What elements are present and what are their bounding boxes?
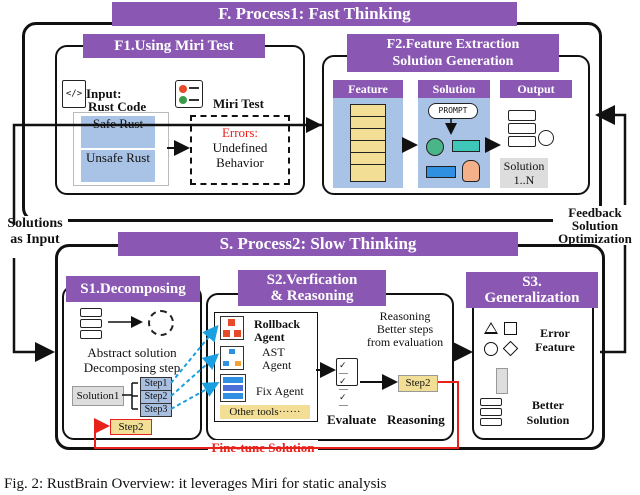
better-solution-label: Better Solution <box>512 398 584 428</box>
gear-icon <box>148 310 174 336</box>
solutions-input-arrow <box>12 123 322 225</box>
other-tools-box: Other tools······ <box>220 405 310 419</box>
abstract-solution-label: Abstract solution <box>87 345 177 360</box>
f1-title: F1.Using Miri Test <box>83 34 265 58</box>
output-header: Output <box>500 80 572 98</box>
server-icon <box>80 308 102 339</box>
s3-title: S3. Generalization <box>466 272 598 308</box>
shapes-icon <box>484 322 524 362</box>
fix-agent-label: Fix Agent <box>256 384 304 398</box>
feature-stack-icon <box>350 104 386 182</box>
f2-title-line2: Solution Generation <box>392 54 514 69</box>
lightbulb-icon <box>538 130 554 146</box>
feedback-line2: Solution <box>571 218 619 233</box>
better-label: Better <box>532 398 564 412</box>
ast-agent-icon <box>220 346 244 370</box>
server-icon <box>508 110 536 147</box>
reasoning-note: Reasoning Better steps from evaluation <box>366 309 444 349</box>
error-feature-label: Error Feature <box>524 326 586 354</box>
chat-bubble-icon <box>452 140 480 152</box>
process1-title: F. Process1: Fast Thinking <box>112 2 517 26</box>
rollback-agent-icon <box>220 316 244 340</box>
input-label: Input: <box>86 86 122 101</box>
double-arrow-icon <box>496 368 508 394</box>
s3-title-line1: S3. <box>522 274 542 290</box>
errors-panel <box>190 115 290 185</box>
step2-refined-box: Step2 <box>110 419 152 435</box>
s2-title-line1: S2.Verfication <box>266 272 358 288</box>
fix-agent-icon <box>220 374 246 402</box>
error-label: Error <box>540 326 570 340</box>
process2-title: S. Process2: Slow Thinking <box>118 232 518 256</box>
user-icon <box>462 160 480 182</box>
miri-test-label: Miri Test <box>213 96 264 111</box>
s2-title-line2: & Reasoning <box>270 288 354 304</box>
solutions-line2: as Input <box>10 232 60 247</box>
checklist-icon: ✓—✓—✓— <box>336 358 358 410</box>
input-sub-label: Rust Code <box>88 99 147 114</box>
errors-label: Errors: <box>221 125 259 140</box>
feedback-line3: Optimization <box>558 231 632 246</box>
solutions-as-input-label: Solutions as Input <box>2 216 68 248</box>
safe-rust-box: Safe Rust <box>81 116 155 148</box>
server-icon <box>480 398 502 426</box>
code-file-icon: </> <box>62 80 86 108</box>
solution-label: Solution <box>526 413 570 427</box>
evaluate-label: Evaluate <box>327 412 377 427</box>
rollback-agent-label: Rollback Agent <box>254 317 301 344</box>
s2-title: S2.Verfication & Reasoning <box>238 270 386 306</box>
feedback-arrow <box>600 245 627 354</box>
feature-label: Feature <box>535 340 575 354</box>
miri-test-icon <box>175 80 203 108</box>
prompt-badge: PROMPT <box>428 103 478 119</box>
solutions-line1: Solutions <box>7 216 63 231</box>
solution-header: Solution <box>418 80 490 98</box>
s1-title: S1.Decomposing <box>66 276 200 302</box>
step3-box: Step3 <box>140 403 172 417</box>
feedback-label: Feedback Solution Optimization <box>553 206 637 245</box>
unsafe-rust-box: Unsafe Rust <box>81 150 155 182</box>
solution-range-box: Solution 1..N <box>500 158 548 188</box>
decomposing-step-label: Decomposing step <box>83 360 181 375</box>
f2-title-line1: F2.Feature Extraction <box>386 37 520 52</box>
step2-box: Step2 <box>140 390 172 404</box>
finetune-arrow <box>94 381 459 449</box>
s3-title-line2: Generalization <box>484 290 580 306</box>
chat-bubble-icon <box>426 166 456 178</box>
robot-icon <box>426 138 444 156</box>
step2-eval-box: Step2 <box>398 375 438 392</box>
figure-caption: Fig. 2: RustBrain Overview: it leverages… <box>4 476 387 492</box>
f2-title: F2.Feature Extraction Solution Generatio… <box>347 34 559 72</box>
feature-header: Feature <box>333 80 403 98</box>
solution1-box: Solution1 <box>72 386 124 406</box>
ast-agent-label: AST Agent <box>262 345 292 372</box>
feedback-line1: Feedback <box>568 205 622 220</box>
s3-frame <box>472 282 594 440</box>
s1-frame <box>62 285 202 440</box>
errors-value: Undefined Behavior <box>212 140 268 170</box>
reasoning-label: Reasoning <box>387 412 445 427</box>
